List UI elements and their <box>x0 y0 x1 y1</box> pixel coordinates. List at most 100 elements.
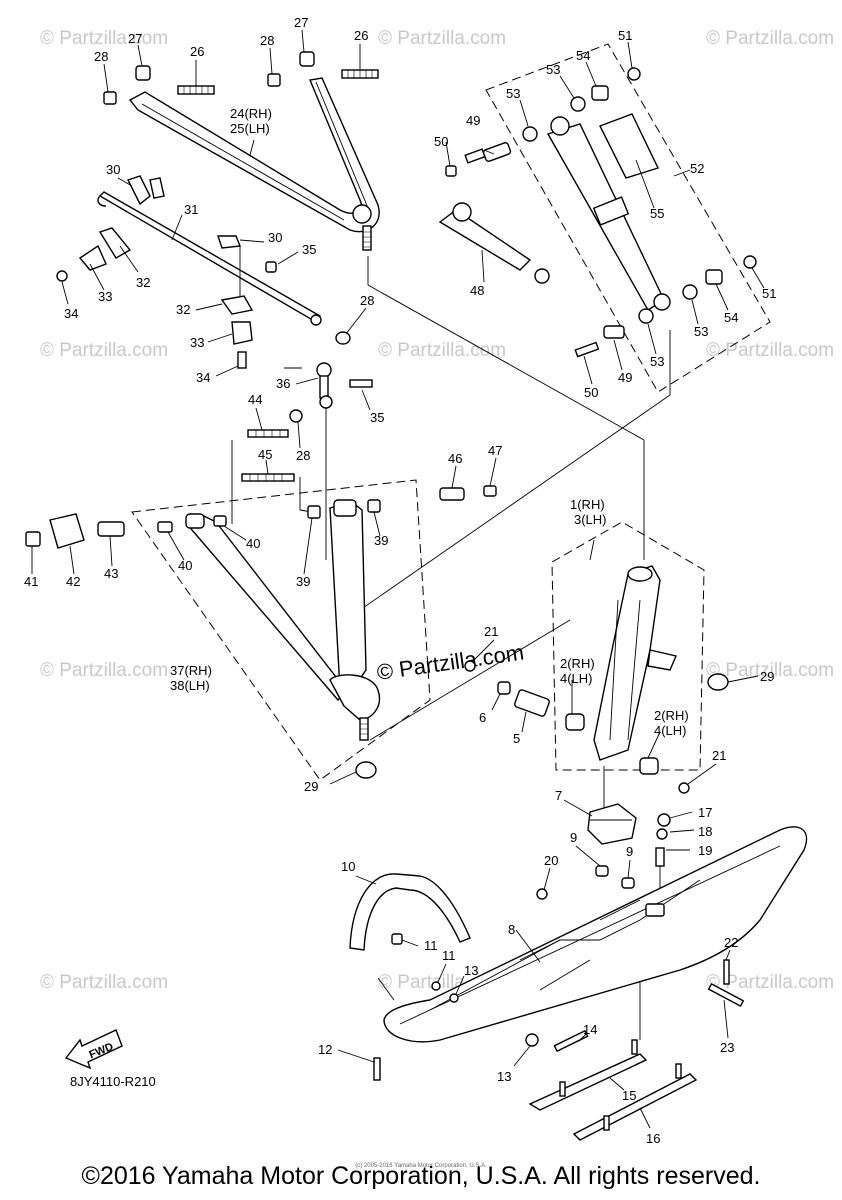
callout-48: 48 <box>470 283 484 298</box>
callout-25-lh: 25(LH) <box>230 121 270 136</box>
callout-16: 16 <box>646 1131 660 1146</box>
link-rod <box>289 362 373 423</box>
callout-8: 8 <box>508 922 515 937</box>
callout-28: 28 <box>260 33 274 48</box>
callout-28: 28 <box>296 448 310 463</box>
callout-22: 22 <box>724 935 738 950</box>
watermark: © Partzilla.com <box>40 340 168 361</box>
callout-17: 17 <box>698 805 712 820</box>
callout-26: 26 <box>354 28 368 43</box>
callout-1-rh: 1(RH) <box>570 497 605 512</box>
callout-50: 50 <box>434 134 448 149</box>
copyright-small: (c) 2005-2016 Yamaha Motor Corporation, … <box>355 1163 487 1169</box>
watermark: © Partzilla.com <box>40 660 168 681</box>
callout-28: 28 <box>360 293 374 308</box>
callout-10: 10 <box>341 859 355 874</box>
callout-53: 53 <box>546 62 560 77</box>
callout-28: 28 <box>94 49 108 64</box>
watermark: © Partzilla.com <box>706 340 834 361</box>
callout-27: 27 <box>294 15 308 30</box>
callout-30: 30 <box>106 162 120 177</box>
callout-53: 53 <box>506 86 520 101</box>
callout-11: 11 <box>424 938 438 953</box>
callout-40: 40 <box>246 536 260 551</box>
callout-13: 13 <box>464 963 478 978</box>
spindle <box>464 565 690 794</box>
callout-54: 54 <box>724 310 738 325</box>
callout-32: 32 <box>176 302 190 317</box>
spindle-assembly-box <box>551 521 705 771</box>
callout-3-lh: 3(LH) <box>574 512 607 527</box>
callout-42: 42 <box>66 574 80 589</box>
callout-32: 32 <box>136 275 150 290</box>
callout-34: 34 <box>196 370 210 385</box>
wear-bars <box>528 1039 698 1141</box>
callout-24-rh: 24(RH) <box>230 106 272 121</box>
callout-5: 5 <box>513 731 520 746</box>
watermark: © Partzilla.com <box>378 340 506 361</box>
callout-46: 46 <box>448 451 462 466</box>
callout-23: 23 <box>720 1040 734 1055</box>
watermark: © Partzilla.com <box>378 28 506 49</box>
callout-18: 18 <box>698 824 712 839</box>
callout-26: 26 <box>190 44 204 59</box>
shock-assembly-box <box>485 43 771 393</box>
watermark: © Partzilla.com <box>706 660 834 681</box>
callout-labels: 1(RH) 3(LH) 2(RH) 4(LH) 2(RH) 4(LH) 5 6 … <box>24 15 776 1146</box>
callout-47: 47 <box>488 443 502 458</box>
callout-21: 21 <box>712 748 726 763</box>
callout-33: 33 <box>98 289 112 304</box>
callout-7: 7 <box>555 788 562 803</box>
callout-34: 34 <box>64 306 78 321</box>
callout-9: 9 <box>626 844 633 859</box>
callout-37-rh: 37(RH) <box>170 663 212 678</box>
watermark: © Partzilla.com <box>40 28 168 49</box>
watermark: © Partzilla.com <box>40 972 168 993</box>
callout-4-lh: 4(LH) <box>654 723 687 738</box>
ski-damper <box>587 803 637 845</box>
assembly-lines <box>231 256 671 1040</box>
callout-55: 55 <box>650 206 664 221</box>
watermark-center: © Partzilla.com <box>375 640 525 685</box>
drawing-code: 8JY4110-R210 <box>70 1074 156 1089</box>
callout-12: 12 <box>318 1042 332 1057</box>
callout-2-rh: 2(RH) <box>654 708 689 723</box>
callout-44: 44 <box>248 392 262 407</box>
callout-19: 19 <box>698 843 712 858</box>
callout-51: 51 <box>618 28 632 43</box>
callout-53: 53 <box>650 354 664 369</box>
callout-49: 49 <box>466 113 480 128</box>
callout-36: 36 <box>276 376 290 391</box>
callout-31: 31 <box>184 202 198 217</box>
callout-29: 29 <box>760 669 774 684</box>
callout-41: 41 <box>24 574 38 589</box>
assembly-groups <box>131 43 771 781</box>
callout-39: 39 <box>374 533 388 548</box>
callout-2-rh: 2(RH) <box>560 656 595 671</box>
callout-9: 9 <box>570 830 577 845</box>
ski-hardware <box>373 959 745 1081</box>
stabilizer-bar <box>56 175 351 369</box>
callout-13: 13 <box>497 1069 511 1084</box>
watermark: © Partzilla.com <box>706 28 834 49</box>
callout-40: 40 <box>178 558 192 573</box>
callout-35: 35 <box>370 410 384 425</box>
callout-50: 50 <box>584 385 598 400</box>
callout-52: 52 <box>690 161 704 176</box>
callout-21: 21 <box>484 624 498 639</box>
lower-arm-assembly-box <box>131 479 431 781</box>
callout-53: 53 <box>694 324 708 339</box>
callout-45: 45 <box>258 447 272 462</box>
callout-38-lh: 38(LH) <box>170 678 210 693</box>
watermark: © Partzilla.com <box>706 972 834 993</box>
callout-6: 6 <box>479 710 486 725</box>
callout-43: 43 <box>104 566 118 581</box>
callout-14: 14 <box>583 1022 597 1037</box>
callout-54: 54 <box>576 48 590 63</box>
callout-20: 20 <box>544 853 558 868</box>
ski <box>383 813 808 1043</box>
callout-leaders <box>31 29 765 1129</box>
callout-11: 11 <box>442 948 456 963</box>
